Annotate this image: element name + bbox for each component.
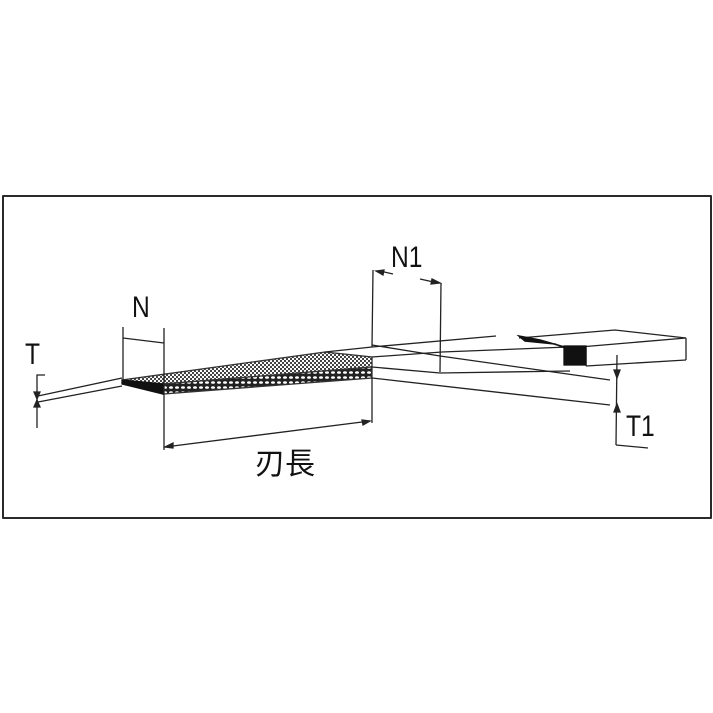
dimension-t: [33, 374, 45, 428]
dimension-n1: [371, 269, 443, 373]
dimension-n: [122, 327, 165, 450]
label-t1: T1: [626, 410, 655, 443]
label-blade-length: 刃長: [255, 447, 315, 482]
dimension-blade-length: [162, 378, 373, 449]
handle-block: [516, 329, 687, 367]
tip-section: [37, 377, 123, 403]
label-n: N: [132, 291, 150, 324]
blade-cut-section: [121, 351, 373, 395]
label-t: T: [25, 338, 41, 371]
shank-lines: [324, 335, 611, 406]
dimension-t1: [613, 354, 649, 449]
diagram-frame: [2, 195, 712, 519]
label-n1: N1: [391, 241, 423, 274]
